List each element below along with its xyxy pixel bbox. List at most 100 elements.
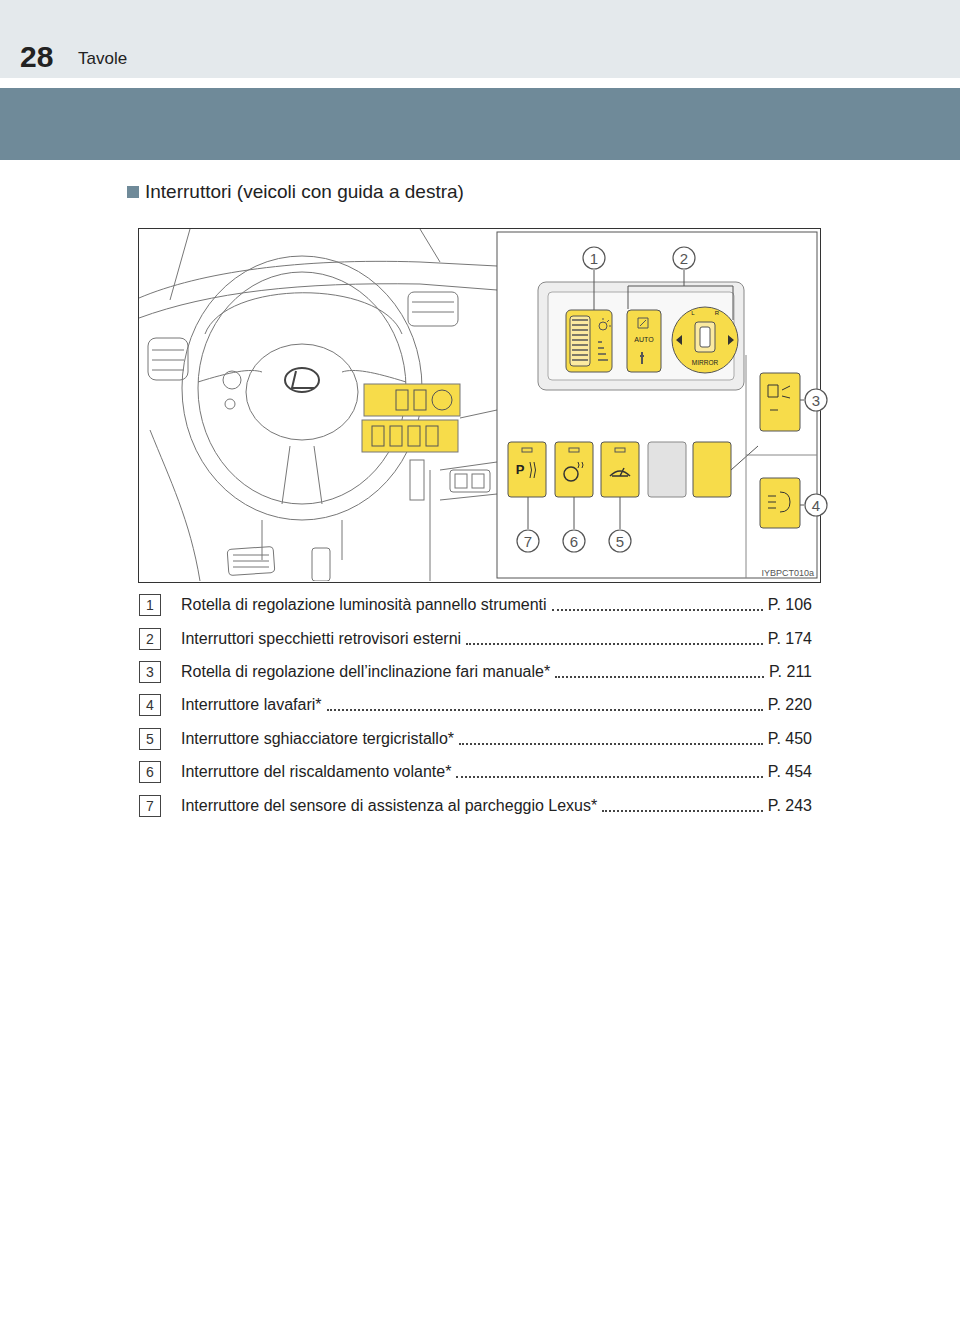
highlight-switch-area — [390, 426, 402, 446]
number-text: 4 — [146, 698, 154, 712]
dashboard-illustration — [139, 284, 497, 318]
switch-inset — [599, 322, 607, 330]
page-reference: P. 243 — [768, 797, 812, 815]
number-text: 6 — [146, 765, 154, 779]
number-text: 7 — [524, 534, 532, 549]
switch-inset — [508, 442, 758, 497]
number-text: 2 — [680, 251, 688, 266]
item-description: Interruttore lavafari* — [181, 696, 322, 714]
number-text: 3 — [812, 393, 820, 408]
number-text: 2 — [146, 632, 154, 646]
callout-circle — [673, 247, 695, 269]
highlight-switch-area — [364, 384, 460, 416]
dot-leader — [552, 609, 763, 611]
dot-leader — [327, 709, 763, 711]
callout-circle — [563, 530, 585, 552]
page-number: 28 — [20, 40, 53, 75]
switch-inset — [627, 310, 661, 372]
number-text: 1 — [146, 598, 154, 612]
dashboard-illustration — [410, 460, 424, 500]
item-description: Rotella di regolazione luminosità pannel… — [181, 596, 547, 614]
switch-inset — [601, 442, 639, 497]
switch-inset — [578, 462, 583, 468]
list-number-box: 2 — [139, 628, 161, 650]
highlight-switch-area — [396, 390, 408, 410]
page-reference: P. 220 — [768, 696, 812, 714]
header-bar — [0, 88, 960, 160]
page-reference: P. 211 — [769, 663, 812, 681]
header-band — [0, 0, 960, 78]
switch-inset — [570, 316, 590, 366]
switch-inset — [731, 446, 758, 470]
highlight-switch-area — [362, 384, 497, 452]
switch-inset — [768, 492, 790, 512]
switch-inset — [530, 462, 536, 478]
list-number-box: 4 — [139, 694, 161, 716]
illustration-frame — [139, 229, 821, 583]
dashboard-illustration — [246, 344, 358, 440]
item-description: Interruttori specchietti retrovisori est… — [181, 630, 461, 648]
callout-number: 1 — [582, 246, 606, 270]
switch-inset — [695, 322, 715, 352]
list-number-box: 3 — [139, 661, 161, 683]
list-number-box: 1 — [139, 594, 161, 616]
switch-inset — [672, 307, 738, 373]
switch-inset — [522, 448, 532, 452]
list-number-box: 6 — [139, 761, 161, 783]
switch-inset — [497, 232, 817, 578]
switch-inset — [594, 270, 595, 310]
dot-leader — [555, 676, 764, 678]
switch-inset — [564, 467, 578, 481]
highlight-switch-area — [426, 426, 438, 446]
dot-leader — [456, 776, 762, 778]
callout-circle — [583, 247, 605, 269]
highlight-switch-area — [414, 390, 426, 410]
item-description: Interruttore sghiacciatore tergicristall… — [181, 730, 454, 748]
switch-inset — [628, 270, 733, 320]
dashboard-illustration — [205, 293, 402, 334]
switch-marking: AUTO — [634, 336, 653, 344]
switch-inset — [598, 342, 608, 360]
switch-marking: R — [715, 310, 719, 317]
switch-inset — [615, 448, 625, 452]
switch-inset — [700, 327, 710, 347]
dashboard-illustration — [440, 462, 497, 500]
dashboard-illustration — [312, 548, 330, 581]
page-reference: P. 174 — [768, 630, 812, 648]
page-reference: P. 450 — [768, 730, 812, 748]
switch-inset — [497, 232, 817, 578]
dashboard-illustration — [139, 229, 819, 581]
list-number-box: 7 — [139, 795, 161, 817]
dashboard-illustration — [285, 368, 319, 392]
callout-number: 2 — [672, 246, 696, 270]
dashboard-illustration — [450, 470, 490, 492]
number-text: 7 — [146, 799, 154, 813]
dot-leader — [466, 643, 763, 645]
callout-circle — [609, 530, 631, 552]
highlight-switch-area — [408, 426, 420, 446]
dashboard-illustration — [223, 371, 241, 389]
chapter-name: Tavole — [78, 49, 127, 69]
highlight-switch-area — [432, 390, 452, 410]
switch-inset — [746, 355, 817, 578]
number-text: 5 — [616, 534, 624, 549]
dashboard-illustration — [227, 546, 275, 575]
dashboard-illustration — [472, 474, 484, 488]
switch-marking: MIRROR — [692, 359, 718, 366]
dashboard-illustration — [408, 292, 458, 326]
item-description: Rotella di regolazione dell’inclinazione… — [181, 663, 550, 681]
switch-inset — [572, 320, 608, 360]
dashboard-illustration — [139, 229, 497, 581]
list-number-box: 5 — [139, 728, 161, 750]
highlight-switch-area — [372, 390, 452, 446]
item-description: Interruttore del sensore di assistenza a… — [181, 797, 597, 815]
switch-inset — [555, 442, 593, 497]
figure-code: IYBPCT010a — [761, 568, 814, 578]
callout-number: 4 — [804, 493, 828, 517]
number-text: 1 — [590, 251, 598, 266]
switch-inset — [648, 442, 686, 497]
heading-bullet — [127, 186, 139, 198]
number-text: 4 — [812, 498, 820, 513]
